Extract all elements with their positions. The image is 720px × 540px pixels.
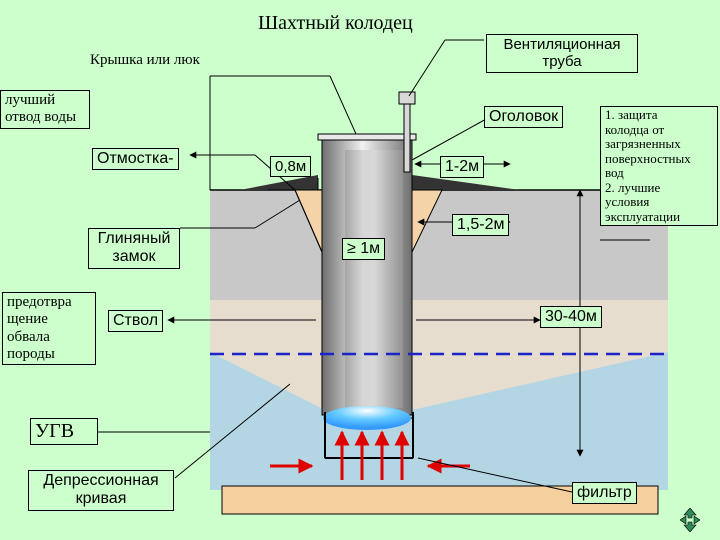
label-gwl: УГВ <box>30 418 98 445</box>
label-filter: фильтр <box>572 482 637 505</box>
label-dim-ge1: ≥ 1м <box>342 238 386 261</box>
label-depression-curve: Депрессионная кривая <box>28 470 174 511</box>
vent-pipe <box>403 101 411 173</box>
vent-cap <box>398 91 416 105</box>
water-glow <box>323 406 411 430</box>
label-dim-15-2: 1,5-2м <box>452 214 510 237</box>
label-vent-pipe: Вентиляционная труба <box>486 34 638 73</box>
label-best-drain: лучший отвод воды <box>0 90 90 129</box>
navigation-arrows-icon[interactable] <box>680 508 700 532</box>
label-dim-08: 0,8м <box>270 156 312 178</box>
inner-shaft <box>345 150 403 408</box>
label-cover: Крышка или люк <box>90 52 200 68</box>
diagram-title: Шахтный колодец <box>258 12 413 34</box>
label-head: Оголовок <box>484 106 564 129</box>
well-cover <box>317 133 417 141</box>
label-dim-30-40: 30-40м <box>540 306 602 329</box>
label-dim-1-2: 1-2м <box>440 156 485 179</box>
label-blind-area: Отмостка- <box>92 148 179 171</box>
label-prevent-collapse: предотвра щение обвала породы <box>2 292 96 365</box>
label-head-purpose: 1. защита колодца от загрязненных поверх… <box>600 106 718 227</box>
label-clay-lock: Глиняный замок <box>88 228 180 269</box>
blind-area-slope <box>240 175 520 190</box>
label-shaft: Ствол <box>108 310 164 333</box>
